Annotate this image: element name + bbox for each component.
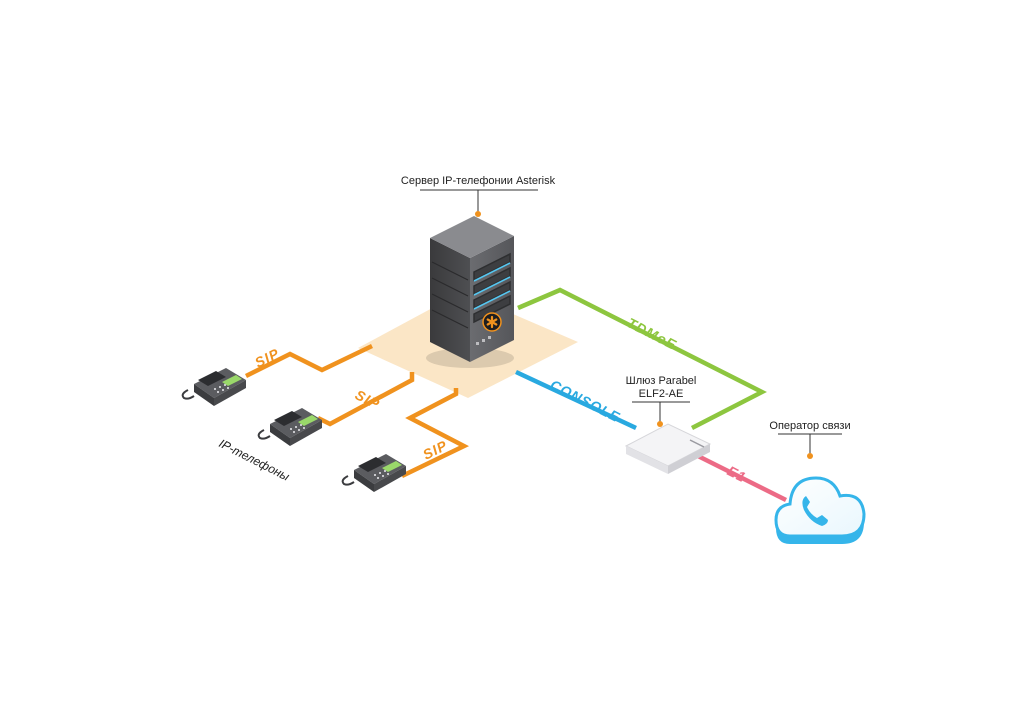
gateway-label-line2: ELF2-AE [639,388,684,400]
operator-label: Оператор связи [769,420,850,432]
e1-label: E1 [725,462,749,485]
e1-link [688,449,788,503]
ip-phone-icon [257,408,322,446]
gateway-icon [624,423,712,474]
tdmoe-link [517,287,767,431]
tdmoe-label: TDMoE [625,314,680,352]
ip-phone-3 [341,454,406,492]
sip-link-1 [244,343,373,379]
sip-link-2 [316,372,415,427]
sip-link-3 [401,388,470,479]
server-icon [426,216,514,368]
ip-phone-icon [181,368,246,406]
operator-marker [807,453,813,459]
phones-label: IP-телефоны [217,436,292,484]
console-link [515,369,637,431]
cloud-phone-icon [774,476,866,544]
sip-links [244,343,470,479]
ip-phone-icon [341,454,406,492]
server-marker [475,211,481,217]
ip-phone-2 [257,408,322,446]
gateway-label-line1: Шлюз Parabel [626,375,697,387]
server-label: Сервер IP-телефонии Asterisk [401,175,556,187]
ip-phone-1 [181,368,246,406]
console-label: CONSOLE [548,376,623,425]
gateway-marker [657,421,663,427]
